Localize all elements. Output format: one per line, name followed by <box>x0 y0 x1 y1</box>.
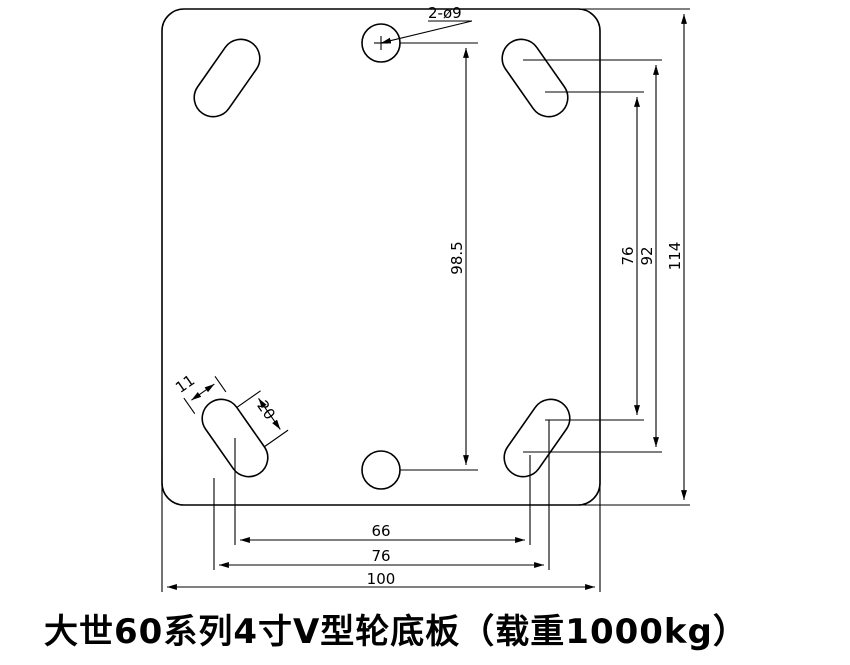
slot-bottom-left <box>201 398 269 478</box>
slot-bottom-right <box>503 398 571 478</box>
dim-slot-horizontal-outer: 76 <box>371 547 390 565</box>
slot-top-left <box>193 38 261 118</box>
dim-slot-vertical-outer: 92 <box>638 246 656 265</box>
slot-top-right <box>501 38 569 118</box>
plate-outline <box>161 8 601 506</box>
dim-slot-horizontal-inner: 66 <box>371 522 390 540</box>
dim-hole-spacing: 98.5 <box>448 241 466 274</box>
hole-bottom <box>361 450 401 490</box>
dim-slot-vertical-inner: 76 <box>619 246 637 265</box>
dim-slot-length: 20 <box>253 397 279 423</box>
dim-plate-height: 114 <box>666 242 684 271</box>
dim-plate-width: 100 <box>367 570 396 588</box>
dim-slot-width: 11 <box>172 371 198 397</box>
hole-label: 2-ø9 <box>428 4 462 22</box>
drawing-caption: 大世60系列4寸V型轮底板（载重1000kg） <box>44 612 748 652</box>
